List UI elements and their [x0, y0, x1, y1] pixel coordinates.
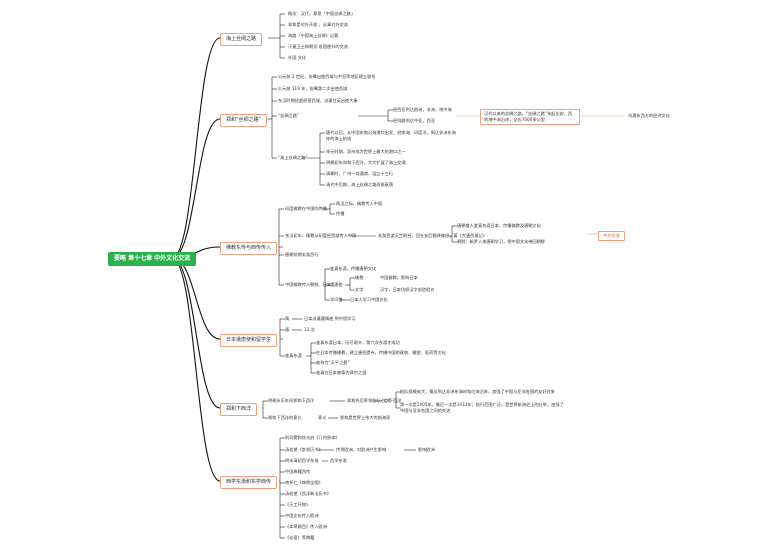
b4-jz-3: 被称为“天平之甍”: [316, 360, 350, 365]
b3-sub1-a: 两汉之际，佛教传入中国: [336, 201, 383, 206]
b6-item-3: 明末清初西学东渐: [285, 458, 319, 463]
b4-sub-2: 13 次: [304, 327, 315, 332]
sea-item-5: 清代中后期，海上丝绸之路逐渐衰落: [326, 182, 394, 187]
b3-sub4-c-child: 日本人学习中国文化: [350, 297, 388, 302]
b3-sub2-branch-2: 朝鲜：新罗人来唐朝学习，把中国文化带回朝鲜: [457, 239, 545, 244]
b6-item-7: 《天工开物》: [285, 502, 311, 507]
b6-item-2: 汤若望《崇祯历书》: [285, 447, 323, 452]
b3-sub2-box: 中外交流: [598, 231, 625, 241]
b4-sub-1: 日本派遣遣隋使 到中国学习: [304, 316, 356, 321]
b6-item-9: 《本草纲目》传入欧洲: [285, 524, 327, 529]
silk-sub-1: 经西亚到达欧洲，非洲，地中海: [393, 107, 452, 112]
silk-road-box: 汉代以来的丝绸之路，“丝绸之路”东起长安，西到地中海沿岸，全长7000多公里: [480, 109, 580, 125]
b3-item-2: 东汉初年，佛教从印度经西域传入中国: [285, 233, 357, 238]
b4-item-3: 鉴真东渡: [285, 353, 302, 358]
b4-jz-2: 在日本传播佛教，建立唐招提寺，传播中国的建筑、雕塑、医药等文化: [316, 350, 446, 355]
b4-item-2: 唐: [285, 327, 290, 332]
b3-item-4: 中国佛教传入朝鲜、日本: [285, 282, 332, 287]
b3-sub4-c: 学问僧: [330, 297, 343, 302]
b3-sub4-b2-text: 汉字，日本仿照汉字创造假名: [380, 287, 435, 292]
b6-sub2a: 传到欧洲，对欧洲产生影响: [336, 447, 387, 452]
sea-item-4: 清朝时，广州一口通商，设立十三行: [326, 171, 394, 176]
b1-item-3: 海路《中国海上丝绸》记载: [288, 33, 339, 38]
branch-4[interactable]: 日本遣唐使和留学生: [220, 334, 278, 347]
b6-item-10: 《论语》等典籍: [285, 535, 315, 540]
b3-sub2: 玄奘西游天竺取经，回长安后翻译佛经，著《大唐西域记》: [378, 233, 487, 238]
silk-sub-2: 经陆路到达中亚，西亚: [393, 118, 435, 123]
connector: [171, 37, 221, 259]
b5-sub1-child-2: 第一次是1405年，最后一次是1433年；航行范围广泛，是世界航海史上的壮举，加…: [400, 402, 564, 413]
b2-item-3: 东汉时期班超经营西域，派遣甘英出使大秦: [278, 98, 358, 103]
b3-sub4-b1-label: 佛教: [355, 275, 364, 280]
b3-item-3: 唐朝前期玄奘西行: [285, 252, 319, 257]
b5-sub2: 意义: [318, 415, 327, 420]
b6-item-1: 利玛窦和徐光启《几何原本》: [285, 435, 340, 440]
b2-item-silk-road: “丝绸之路”: [278, 113, 300, 118]
branch-1[interactable]: 海上丝绸之路: [220, 33, 263, 46]
b4-jz-1: 鉴真东渡日本，历尽艰辛，第六次东渡才成功: [316, 340, 400, 345]
branch-6[interactable]: 西学东渐和东学西传: [220, 476, 278, 489]
b2-item-sea-silk: “海上丝绸之路”: [278, 155, 308, 160]
b3-sub4-b1-text: 中国佛教，影响日本: [380, 275, 418, 280]
b1-item-1: 概念：汉代，意思「中国丝绸之路」: [288, 11, 356, 16]
branch-2[interactable]: 郑和“丝绸之路”: [220, 114, 268, 127]
b6-sub2b: 影响欧洲: [418, 447, 435, 452]
b1-item-4: 汗蓬卫士和朝贡 各国使节的交流: [288, 44, 348, 49]
b5-sub1-box: 七次: [383, 398, 392, 403]
b3-sub4-b: 遣唐使: [330, 282, 343, 287]
connector: [171, 257, 221, 409]
sea-item-2: 宋元时期，泉州成为世界上最大的港口之一: [326, 149, 406, 154]
b3-sub4-a: 鉴真东渡，传播唐朝文化: [330, 266, 377, 271]
b6-item-5: 南怀仁《坤舆全图》: [285, 480, 323, 485]
b5-item-1: 明朝永乐年间郑和下西洋: [268, 398, 315, 403]
connector: [171, 257, 221, 482]
b6-item-8: 中国文化传入欧洲: [285, 513, 319, 518]
b5-sub1: 郑和先后率领船队七次下西洋: [347, 398, 402, 403]
b5-sub2-child: 郑和是世界上伟大的航海家: [340, 415, 391, 420]
b3-item-1: 印度佛教在中国的传播: [285, 206, 327, 211]
b5-item-2: 郑和下西洋的意义: [268, 415, 302, 420]
branch-3[interactable]: 佛教东传与西传传入: [220, 242, 278, 255]
connector: [171, 257, 221, 340]
b3-sub1-b: 传播: [336, 211, 345, 216]
root-topic[interactable]: 要略 第十七章 中外文化交流: [108, 252, 197, 266]
silk-road-right: 沟通东西方的经济文化: [628, 113, 670, 118]
b1-item-5: 外国 文化: [288, 55, 307, 60]
b4-item-1: 隋: [285, 316, 290, 321]
b2-item-1: 公元前 2 世纪，张骞出使西域与中亚等地区建立联系: [278, 74, 376, 79]
b3-sub2-branch-1: 唐朝僧人鉴真东渡日本，传播佛教及唐朝文化: [457, 223, 541, 228]
b2-item-2: 公元前 119 年，张骞第二次出使西域: [278, 86, 348, 91]
b4-jz-4: 鉴真在日本被尊为律宗之祖: [316, 370, 367, 375]
sea-item-3: 明朝初年郑和下西洋，大大扩展了海上交通: [326, 160, 406, 165]
sea-item-1: 唐代以后，从中国东南沿海港口出发，经南海、印度洋，到达非洲东海岸的海上航线: [326, 130, 456, 141]
b6-sub3: 西学东渐: [330, 458, 347, 463]
b5-sub1-child-1: 船队规模庞大，最远到达非洲东海岸和红海沿岸，加强了中国与亚非各国的友好往来: [400, 389, 555, 394]
b1-item-2: 郑和是对外开放 ，从事对外交流: [288, 22, 348, 27]
b3-sub4-b2-label: 文字: [355, 287, 364, 292]
branch-5[interactable]: 郑和下西洋: [220, 403, 258, 416]
b6-item-4: 中国典籍西传: [285, 469, 311, 474]
connector: [171, 118, 221, 259]
b6-item-6: 汤若望《西洋新法历书》: [285, 491, 332, 496]
